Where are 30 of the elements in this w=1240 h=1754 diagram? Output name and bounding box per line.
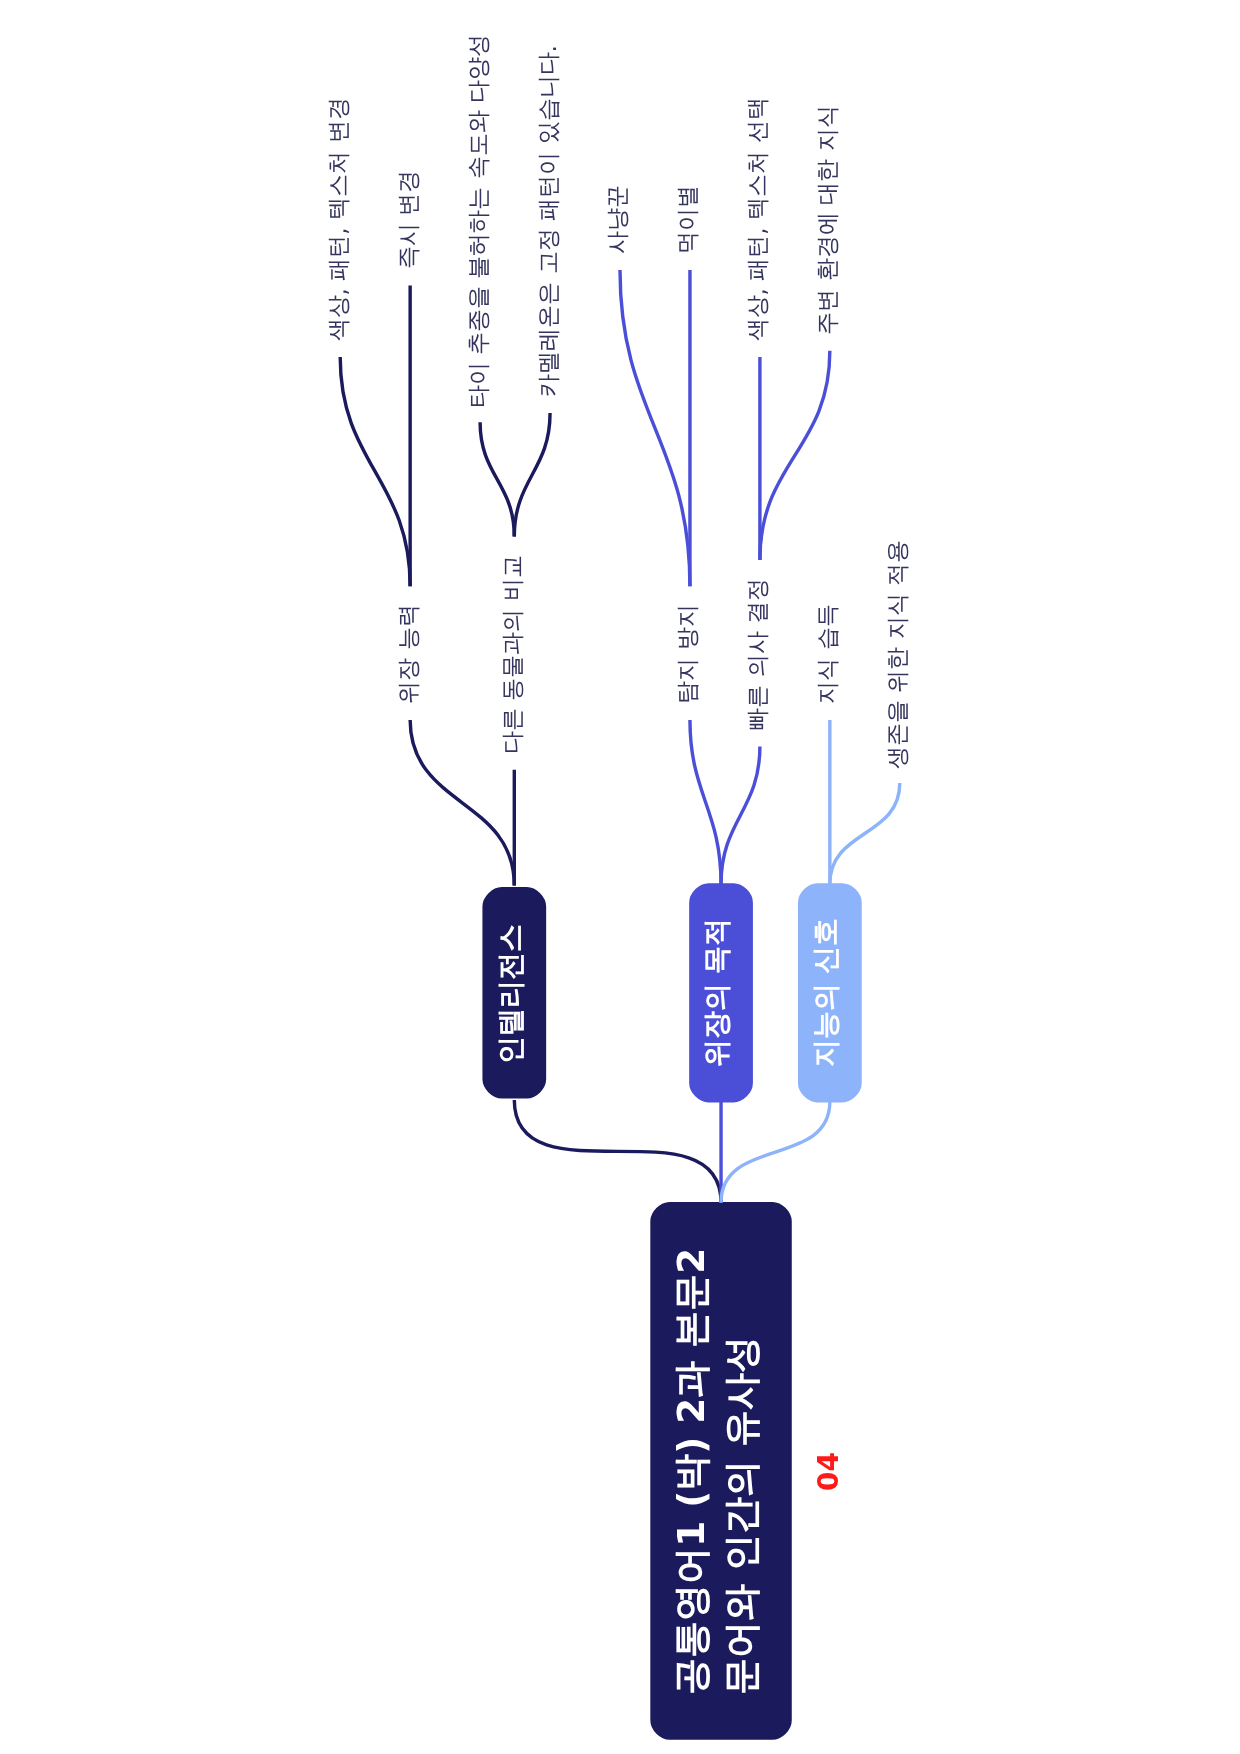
node-text: 다른 동물과의 비교 — [497, 555, 525, 755]
node-box: 위장의 목적 — [689, 883, 753, 1103]
connector — [719, 1101, 832, 1203]
connector — [688, 270, 692, 587]
node-text: 타이 추종을 불허하는 속도와 다양성 — [463, 33, 491, 409]
node-box: 인텔리전스 — [482, 887, 547, 1099]
connector — [618, 269, 692, 587]
node-text: 빠른 의사 결정 — [743, 578, 771, 731]
node-box: 공통영어1 (박) 2과 본문2 문어와 인간의 유사성 — [650, 1201, 792, 1740]
connector — [758, 350, 832, 560]
label: 04 — [812, 1452, 846, 1492]
connector — [828, 782, 902, 885]
node-text: 즉시 변경 — [393, 169, 421, 270]
connector — [512, 769, 516, 886]
connector — [408, 719, 516, 886]
node-text: 카멜레온은 고정 패턴이 있습니다. — [533, 45, 561, 397]
node-text: 먹이별 — [673, 185, 701, 255]
node-text: 사냥꾼 — [603, 185, 631, 255]
node-text: 주변 환경에 대한 지식 — [813, 105, 841, 335]
connector — [719, 746, 762, 885]
node-box: 지능의 신호 — [798, 883, 862, 1103]
connector — [478, 422, 516, 537]
node-text: 생존을 위한 지식 적용 — [883, 539, 911, 769]
node-text: 탐지 방지 — [673, 604, 701, 704]
node-text: 색상, 패턴, 텍스처 선택 — [743, 97, 771, 342]
connector — [408, 285, 412, 587]
node-text: 위장 능력 — [393, 604, 421, 704]
connector — [512, 412, 552, 537]
node-text: 지식 습득 — [813, 604, 841, 704]
node-text: 색상, 패턴, 텍스처 변경 — [323, 97, 351, 342]
